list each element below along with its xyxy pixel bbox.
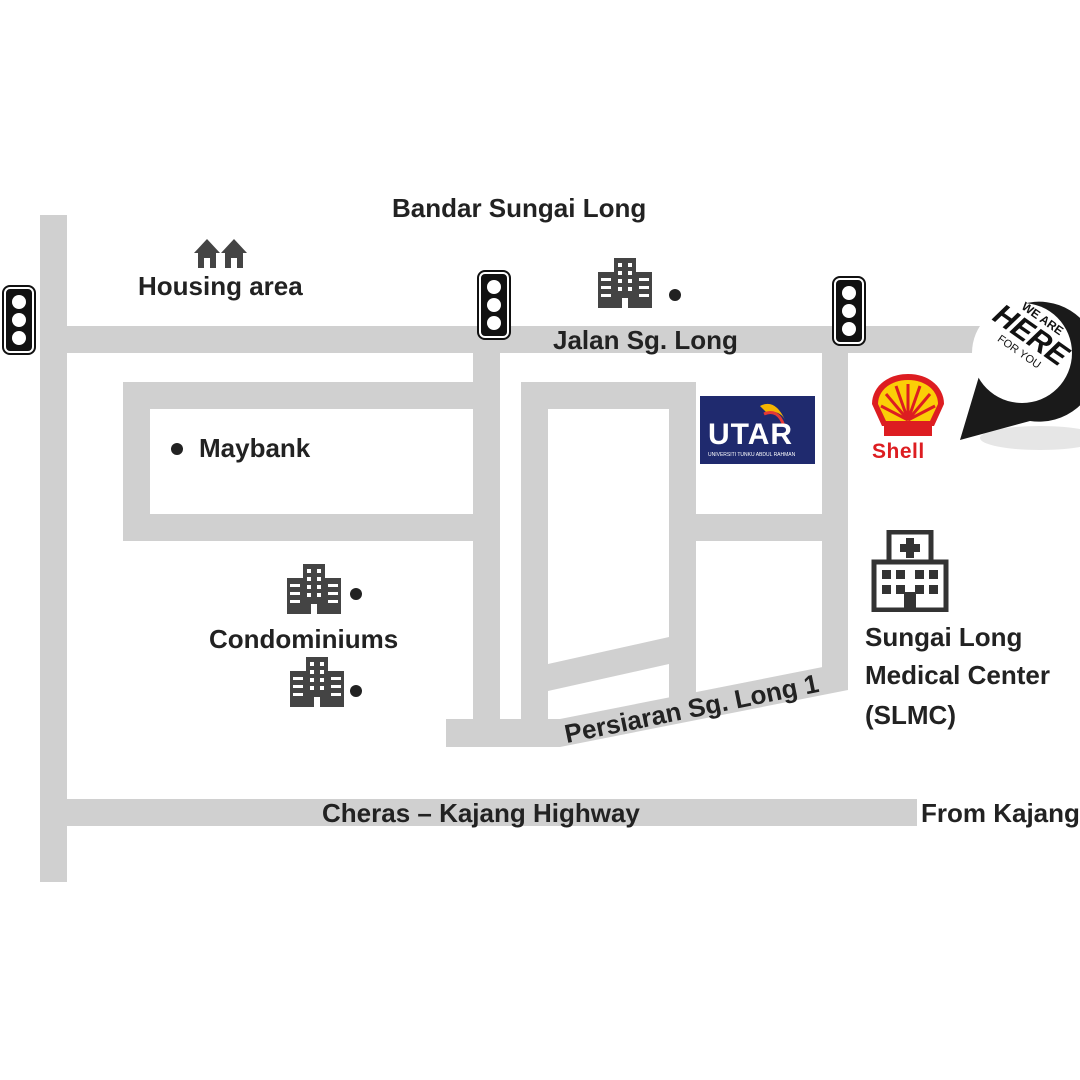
marker-dot [350, 588, 362, 600]
location-pin-icon [960, 301, 1080, 450]
medical-label-line2: Medical Center [865, 660, 1050, 690]
medical-label-line1: Sungai Long [865, 622, 1023, 652]
building-icon [598, 258, 652, 308]
traffic-light-icon [479, 272, 509, 338]
marker-dot [669, 289, 681, 301]
from-kajang-label: From Kajang [921, 798, 1080, 828]
road-loop-bottom [123, 514, 475, 541]
marker-dot [350, 685, 362, 697]
road-utar-left [521, 382, 548, 720]
traffic-light-icon [4, 287, 34, 353]
road-persiaran [446, 662, 848, 747]
shell-logo-text: Shell [872, 440, 925, 463]
condos-label: Condominiums [209, 624, 399, 654]
bank-label: Maybank [199, 433, 311, 463]
medical-label-line3: (SLMC) [865, 700, 956, 730]
building-icon [290, 657, 344, 707]
road-cheras-kajang-highway [40, 799, 917, 826]
utar-logo-text: UTAR [708, 418, 794, 451]
road-utar-right [669, 382, 696, 708]
road-utar-top [521, 382, 696, 409]
utar-logo-subtext: UNIVERSITI TUNKU ABDUL RAHMAN [708, 452, 796, 458]
road-loop-top [123, 382, 475, 409]
marker-dot [171, 443, 183, 455]
road-main-label: Jalan Sg. Long [553, 325, 738, 355]
housing-label: Housing area [138, 271, 303, 301]
road-vertical-center [473, 326, 500, 720]
hospital-icon [871, 530, 949, 612]
highway-label: Cheras – Kajang Highway [322, 798, 640, 828]
traffic-light-icon [834, 278, 864, 344]
road-utar-connector [696, 514, 822, 541]
building-icon [287, 564, 341, 614]
area-north-label: Bandar Sungai Long [392, 193, 647, 223]
utar-swoosh [760, 403, 786, 427]
utar-logo: UTAR UNIVERSITI TUNKU ABDUL RAHMAN [700, 396, 815, 464]
road-loop-left [123, 382, 150, 541]
road-vertical-east [822, 326, 848, 676]
road-inner-diagonal [548, 637, 669, 691]
shell-logo-icon [872, 374, 944, 436]
house-icon [194, 239, 247, 268]
